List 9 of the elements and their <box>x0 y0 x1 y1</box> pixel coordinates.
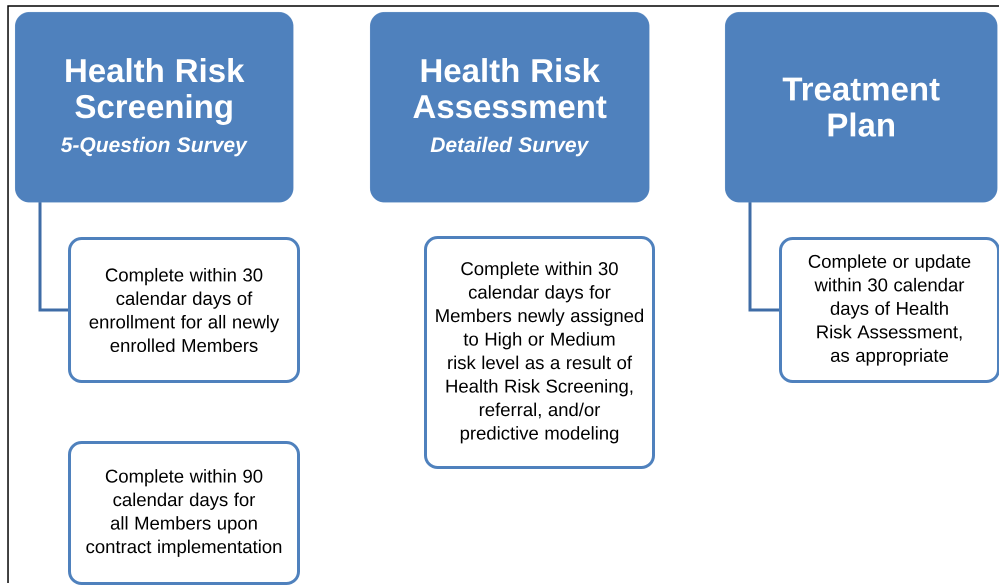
text-box: Complete within 30 calendar days of enrollment for all newly enrolled Members <box>68 237 300 383</box>
heading-box: Treatment Plan <box>725 12 998 202</box>
text-box: Complete or update within 30 calendar days of Health Risk Assessment, as appropriate <box>779 237 999 383</box>
heading-box: Health Risk Screening 5-Question Survey <box>15 12 294 202</box>
text-box: Complete within 90 calendar days for all Members upon contract implementation <box>68 441 300 585</box>
connector-line <box>38 202 68 312</box>
heading-box: Health Risk Assessment Detailed Survey <box>370 12 650 202</box>
text-box: Complete within 30 calendar days for Members newly assigned to High or Medium risk level as a result of Health Risk Screening, referral, and/or predictive modeling <box>424 236 655 469</box>
connector-line <box>748 202 779 312</box>
